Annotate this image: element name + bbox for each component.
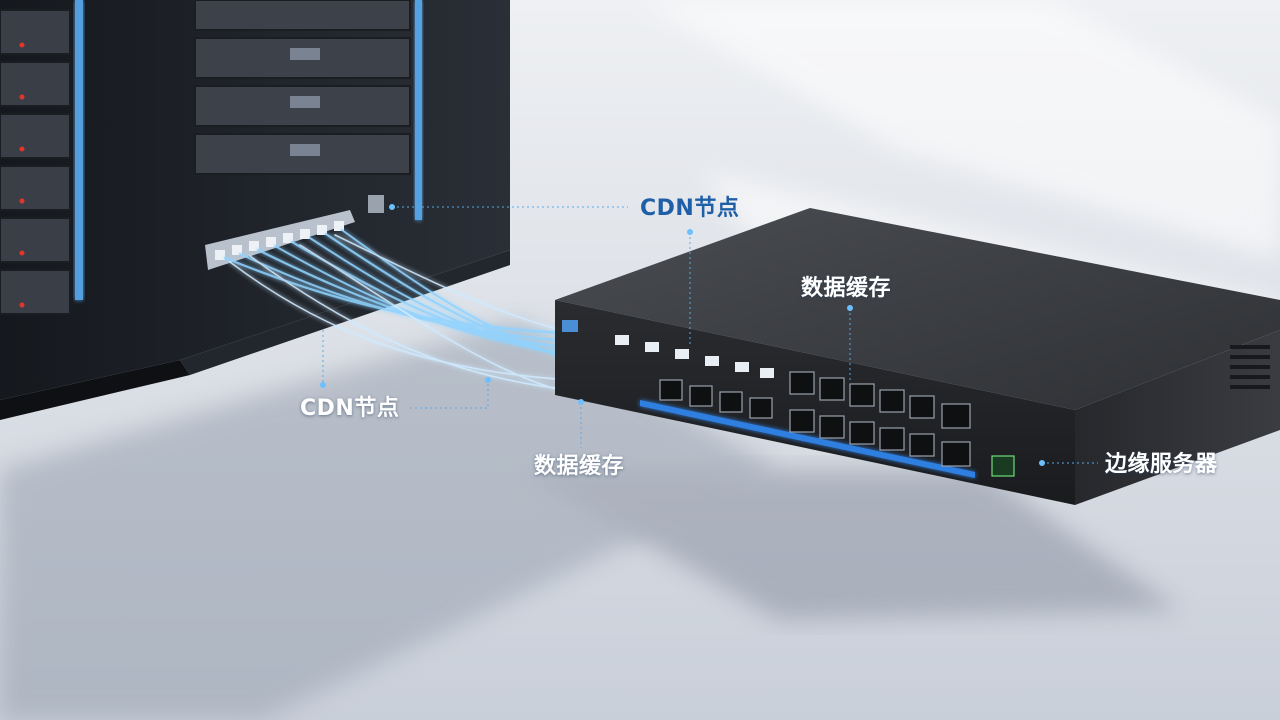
label-edge-server: 边缘服务器 — [1105, 452, 1218, 477]
label-cdn-node-top: CDN节点 — [640, 196, 740, 221]
network-switch — [555, 208, 1280, 505]
label-data-cache-top: 数据缓存 — [801, 276, 892, 301]
label-cdn-node-left: CDN节点 — [300, 396, 400, 421]
leader-dots — [320, 204, 1045, 466]
leader-lines — [322, 206, 1098, 464]
label-data-cache-bottom: 数据缓存 — [534, 454, 625, 479]
shadows — [0, 320, 1180, 720]
server-rack — [0, 0, 510, 420]
